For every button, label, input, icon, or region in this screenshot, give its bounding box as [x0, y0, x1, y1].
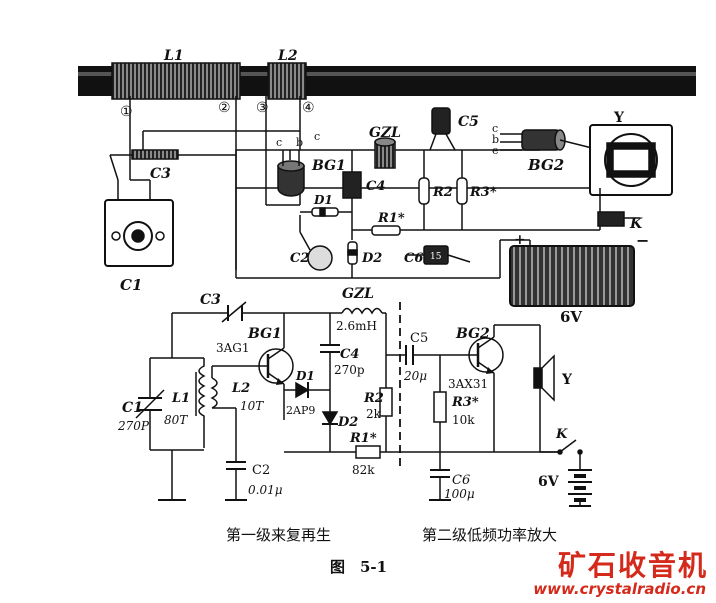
schematic-labels: C3 GZL 2.6mH BG1 3AG1 C4 270p D1 2AP9 D2…	[117, 286, 573, 501]
transistor-BG2-symbol	[468, 337, 504, 373]
label-BG2-type: 3AX31	[448, 377, 488, 391]
speaker-Y-symbol	[533, 367, 543, 389]
label-L1-turns: 80T	[164, 413, 188, 427]
label-C5-top: C5	[458, 114, 479, 130]
label-GZL-value: 2.6mH	[336, 319, 377, 333]
label-D1: D1	[295, 369, 315, 383]
battery-symbol	[568, 469, 592, 502]
label-C6-value: 100μ	[444, 487, 475, 501]
label-D1-top: D1	[313, 193, 333, 207]
pictorial-labels: L1 L2 ① ② ③ ④ C3 C1 c b c BG1 GZL C4 D1 …	[120, 48, 649, 326]
coil-L2	[267, 62, 307, 100]
label-BG1-type: 3AG1	[216, 341, 250, 355]
label-C6-top: C6	[404, 251, 423, 266]
label-C4: C4	[340, 347, 359, 362]
label-GZL: GZL	[342, 286, 374, 302]
switch-K-symbol	[559, 439, 577, 453]
label-pin-c1: c	[276, 136, 282, 149]
label-pin-c2: c	[492, 122, 498, 135]
resistor-R1-symbol	[355, 445, 381, 459]
label-C1-value: 270P	[117, 419, 150, 433]
label-pin-c1b: c	[314, 130, 320, 143]
label-L2: L2	[231, 381, 250, 396]
label-C6-marking: 15	[430, 252, 442, 262]
resistor-R3-symbol	[433, 391, 447, 423]
caption-stage1: 第一级来复再生	[226, 526, 332, 544]
label-BG1: BG1	[247, 326, 282, 342]
label-D2: D2	[337, 415, 358, 430]
capacitor-C2	[307, 245, 333, 271]
label-C2-top: C2	[290, 251, 309, 266]
label-BG2-top: BG2	[527, 156, 564, 174]
capacitor-C5	[431, 107, 451, 135]
label-K: K	[555, 427, 568, 442]
label-plus: +	[514, 232, 526, 248]
label-terminal-2: ②	[218, 100, 231, 116]
label-L2-turns: 10T	[240, 399, 264, 413]
label-pin-e2: e	[492, 144, 499, 157]
label-R1-value: 82k	[352, 463, 375, 477]
label-C3: C3	[200, 292, 221, 308]
label-R2-value: 2k	[366, 407, 382, 421]
pictorial-layout	[78, 62, 696, 307]
label-BG1-top: BG1	[311, 158, 346, 174]
label-D1-type: 2AP9	[286, 404, 315, 417]
label-GZL-top: GZL	[369, 125, 401, 141]
label-terminal-1: ①	[120, 104, 133, 120]
label-R3-value: 10k	[452, 413, 475, 427]
label-R3: R3*	[451, 395, 479, 410]
diode-D1-symbol	[295, 381, 310, 399]
label-D2-top: D2	[361, 251, 382, 266]
label-pin-b2: b	[492, 133, 499, 146]
label-terminal-3: ③	[256, 100, 269, 116]
label-terminal-4: ④	[302, 100, 315, 116]
label-C5-value: 20μ	[403, 369, 427, 383]
label-Y: Y	[561, 372, 573, 388]
label-C1: C1	[122, 400, 143, 416]
resistor-R1	[371, 225, 401, 236]
label-C5: C5	[410, 331, 428, 346]
label-Y-top: Y	[613, 110, 625, 126]
capacitor-C4	[342, 171, 362, 199]
watermark-logo: 矿石收音机	[557, 549, 708, 582]
switch-K	[597, 211, 625, 227]
label-C1-top: C1	[120, 276, 142, 294]
label-6V: 6V	[538, 474, 560, 490]
resistor-R3	[456, 177, 468, 205]
label-C6: C6	[452, 473, 470, 488]
label-R3-top: R3*	[469, 185, 497, 200]
schematic	[135, 301, 592, 507]
label-L1: L1	[171, 391, 190, 406]
watermark-url: www.crystalradio.cn	[533, 580, 706, 598]
label-C4-value: 270p	[334, 363, 365, 377]
label-K-top: K	[629, 216, 643, 232]
label-L1: L1	[163, 48, 184, 64]
diode-D2-symbol	[321, 411, 339, 426]
transistor-BG1	[277, 165, 305, 197]
label-pin-b1: b	[296, 136, 303, 149]
label-L2: L2	[277, 48, 298, 64]
label-C2: C2	[252, 463, 270, 478]
label-minus: −	[636, 231, 649, 250]
transistor-BG1-symbol	[258, 348, 294, 384]
choke-GZL-symbol	[341, 307, 383, 315]
label-C3-top: C3	[150, 166, 171, 182]
label-R2: R2	[363, 391, 384, 406]
resistor-R2	[418, 177, 430, 205]
label-R2-top: R2	[432, 185, 453, 200]
label-R1-top: R1*	[377, 211, 405, 226]
figure-number: 图 5-1	[330, 558, 388, 576]
label-BG2: BG2	[455, 326, 490, 342]
label-C4-top: C4	[366, 179, 385, 194]
coil-L2-symbol	[210, 377, 218, 409]
coil-L1	[111, 62, 241, 100]
label-6V-top: 6V	[560, 308, 582, 326]
coil-L1-symbol	[198, 358, 206, 448]
label-C2-value: 0.01μ	[248, 483, 283, 497]
battery-pack	[509, 245, 635, 307]
trimmer-C3	[131, 149, 179, 160]
label-R1: R1*	[349, 431, 377, 446]
caption-stage2: 第二级低频功率放大	[422, 526, 558, 544]
